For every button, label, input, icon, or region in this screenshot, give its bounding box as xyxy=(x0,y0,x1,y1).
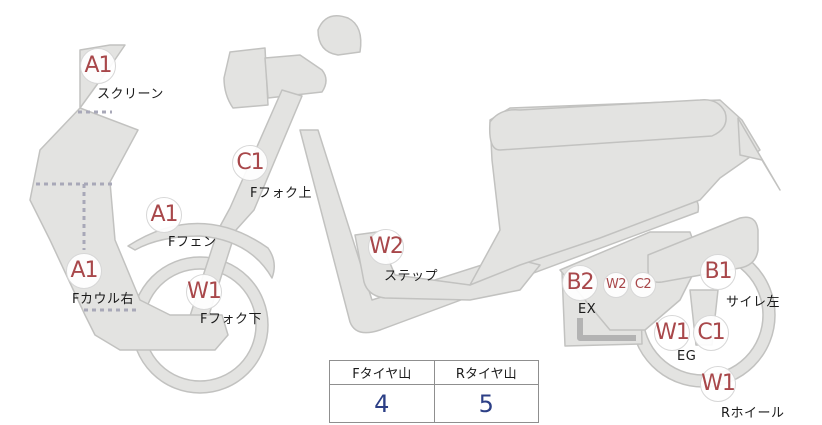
mirror xyxy=(317,15,362,56)
part-label-screen: スクリーン xyxy=(97,87,164,102)
part-label-cowl-right: Fカウル右 xyxy=(72,292,134,307)
grade-badge-fork-upper: C1 xyxy=(232,145,268,181)
tire-tread-table: Fタイヤ山 Rタイヤ山 4 5 xyxy=(329,360,539,423)
grade-badge-rear-wheel: W1 xyxy=(700,366,736,402)
headlight xyxy=(223,47,269,109)
part-label-exhaust: EX xyxy=(578,302,597,317)
grade-badge-exhaust-c2: C2 xyxy=(630,272,656,298)
grade-badge-engine-c1: C1 xyxy=(693,315,729,351)
grade-badge-screen: A1 xyxy=(80,48,116,84)
grade-badge-fork-lower: W1 xyxy=(186,274,222,310)
seat xyxy=(488,99,727,151)
part-label-step: ステップ xyxy=(384,269,439,284)
part-label-fender: Fフェン xyxy=(168,235,217,250)
rear-tire-header: Rタイヤ山 xyxy=(433,360,539,385)
grade-badge-engine-w1: W1 xyxy=(654,315,690,351)
front-tire-value: 4 xyxy=(329,384,435,423)
grade-badge-fender: A1 xyxy=(146,197,182,233)
handle-cover xyxy=(264,54,327,99)
grade-badge-cowl-right: A1 xyxy=(66,253,102,289)
tail-tip xyxy=(737,117,781,191)
part-label-rear-wheel: Rホイール xyxy=(721,406,785,421)
grade-badge-step: W2 xyxy=(368,229,404,265)
grade-badge-exhaust: B2 xyxy=(562,265,598,301)
part-label-fork-lower: Fフォク下 xyxy=(200,312,262,327)
front-tire-header: Fタイヤ山 xyxy=(329,360,435,385)
rear-tire-value: 5 xyxy=(433,384,539,423)
grade-badge-exhaust-w2: W2 xyxy=(603,272,629,298)
grade-badge-silencer-left: B1 xyxy=(700,254,736,290)
part-label-fork-upper: Fフォク上 xyxy=(250,186,312,201)
part-label-silencer-left: サイレ左 xyxy=(726,295,781,310)
part-label-engine: EG xyxy=(677,349,697,364)
front-fender xyxy=(127,222,275,279)
